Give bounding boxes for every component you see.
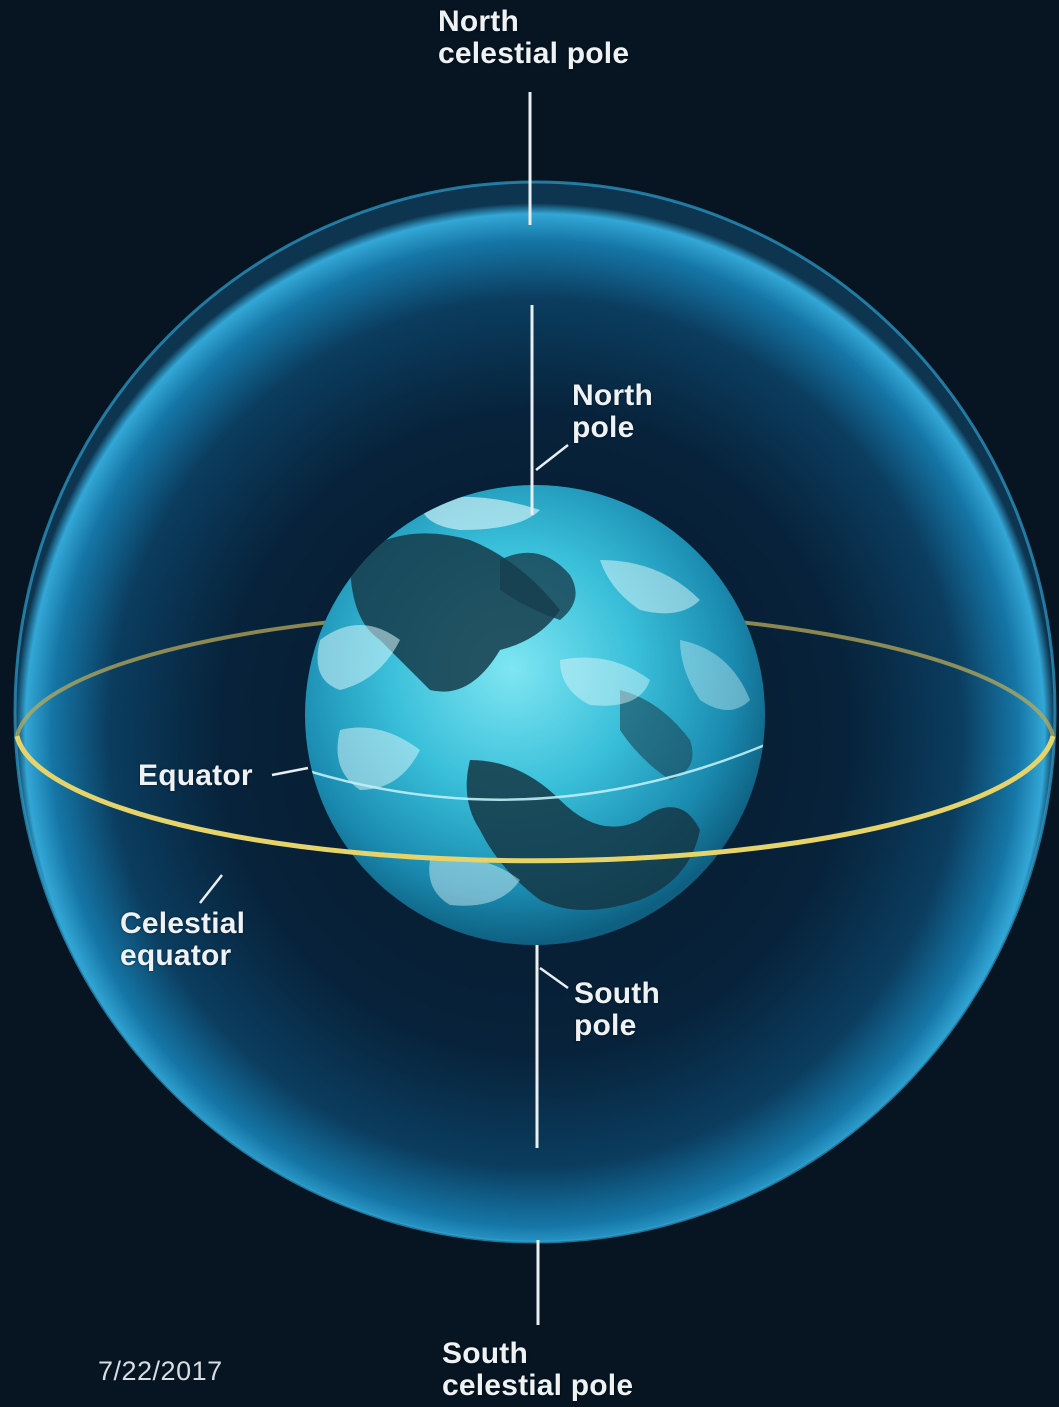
equator-leader xyxy=(271,766,309,777)
celestial-equator-label: Celestial equator xyxy=(120,908,245,972)
north-pole-line-1: North xyxy=(572,379,653,412)
slide-date: 7/22/2017 xyxy=(98,1356,223,1386)
equator-label: Equator xyxy=(138,760,253,792)
north-celestial-pole-line-1: North xyxy=(438,5,519,38)
south-pole-line-1: South xyxy=(574,977,660,1010)
north-pole-line-2: pole xyxy=(572,411,635,444)
north-celestial-pole-label: North celestial pole xyxy=(438,6,629,70)
south-pole-line-2: pole xyxy=(574,1009,637,1042)
celestial-equator-line-2: equator xyxy=(120,939,232,972)
north-celestial-pole-line-2: celestial pole xyxy=(438,37,630,70)
celestial-equator-front xyxy=(14,735,1056,864)
north-pole-leader xyxy=(535,444,569,471)
earth-globe xyxy=(305,485,765,945)
earth-continents xyxy=(305,496,765,910)
south-celestial-pole-label: South celestial pole xyxy=(442,1338,633,1402)
rotation-axis xyxy=(528,92,540,1325)
south-celestial-pole-line-2: celestial pole xyxy=(442,1369,634,1402)
north-pole-label: North pole xyxy=(572,380,653,444)
celestial-equator-leader xyxy=(199,874,223,904)
equator-text: Equator xyxy=(138,759,253,792)
south-pole-leader xyxy=(539,966,569,990)
celestial-equator-line-1: Celestial xyxy=(120,907,246,940)
south-pole-label: South pole xyxy=(574,978,660,1042)
south-celestial-pole-line-1: South xyxy=(442,1337,528,1370)
